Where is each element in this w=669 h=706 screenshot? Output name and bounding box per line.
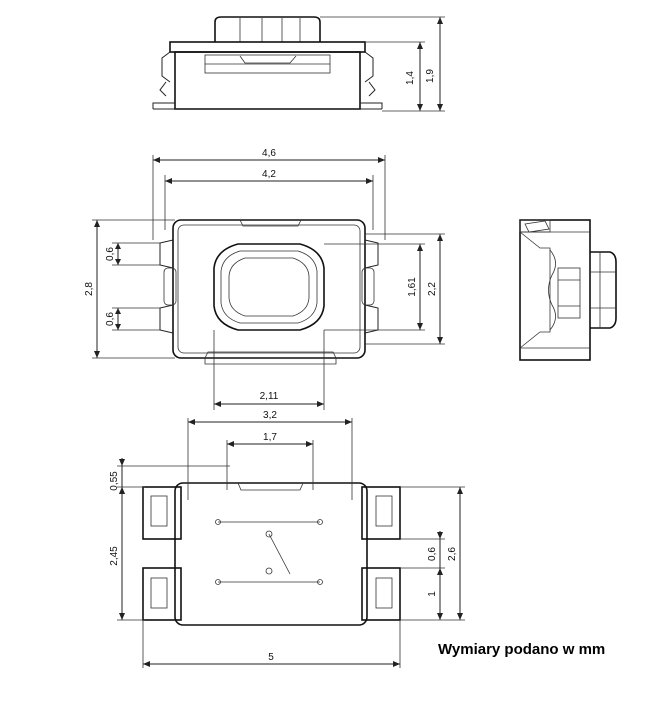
pad-bottom-right: [361, 567, 401, 621]
top-actuator: [213, 243, 325, 331]
side-top-plate: [169, 41, 366, 53]
pad-bottom-left: [142, 567, 182, 621]
pad-top-right: [361, 486, 401, 540]
dim-label-width-body: 4,2: [262, 169, 276, 180]
dim-label-actuator-height: 1,61: [407, 277, 418, 297]
pad-top-left: [142, 486, 182, 540]
dim-label-width-outer: 4,6: [262, 148, 276, 159]
dim-label-width-total: 5: [268, 652, 274, 663]
dim-label-height-2-45: 2,45: [109, 546, 120, 566]
footprint-view: 3,2 1,7 0,55 2,45 0,6 1 2,6 5: [109, 410, 465, 668]
dim-label-lead-upper: 0,6: [105, 247, 116, 261]
dim-label-offset-0-55: 0,55: [109, 471, 120, 491]
dim-label-actuator-width: 2,11: [260, 391, 279, 402]
dim-label-width-3-2: 3,2: [263, 410, 277, 421]
side-body: [174, 51, 361, 110]
dim-label-height-inner: 2,2: [427, 282, 438, 296]
right-side-actuator: [590, 251, 617, 329]
top-view: 4,6 4,2 2,8 0,6 0,6 1,61 2,2 2,11: [84, 148, 445, 410]
dim-label-side-total: 1,9: [425, 69, 436, 83]
dim-label-width-1-7: 1,7: [263, 432, 277, 443]
dim-label-side-body: 1,4: [405, 71, 416, 85]
side-actuator: [214, 16, 321, 42]
side-view: 1,4 1,9: [152, 16, 445, 112]
dim-label-pad-0-6: 0,6: [427, 547, 438, 561]
units-note: Wymiary podano w mm: [438, 641, 606, 658]
footprint-body: [174, 482, 368, 626]
dim-label-pad-1: 1: [427, 591, 438, 597]
dim-label-height-2-6: 2,6: [447, 547, 458, 561]
top-body: [172, 219, 366, 359]
right-side-view: [519, 219, 617, 361]
right-side-body: [519, 219, 591, 361]
dim-label-lead-lower: 0,6: [105, 312, 116, 326]
dim-label-height-outer: 2,8: [84, 282, 95, 296]
